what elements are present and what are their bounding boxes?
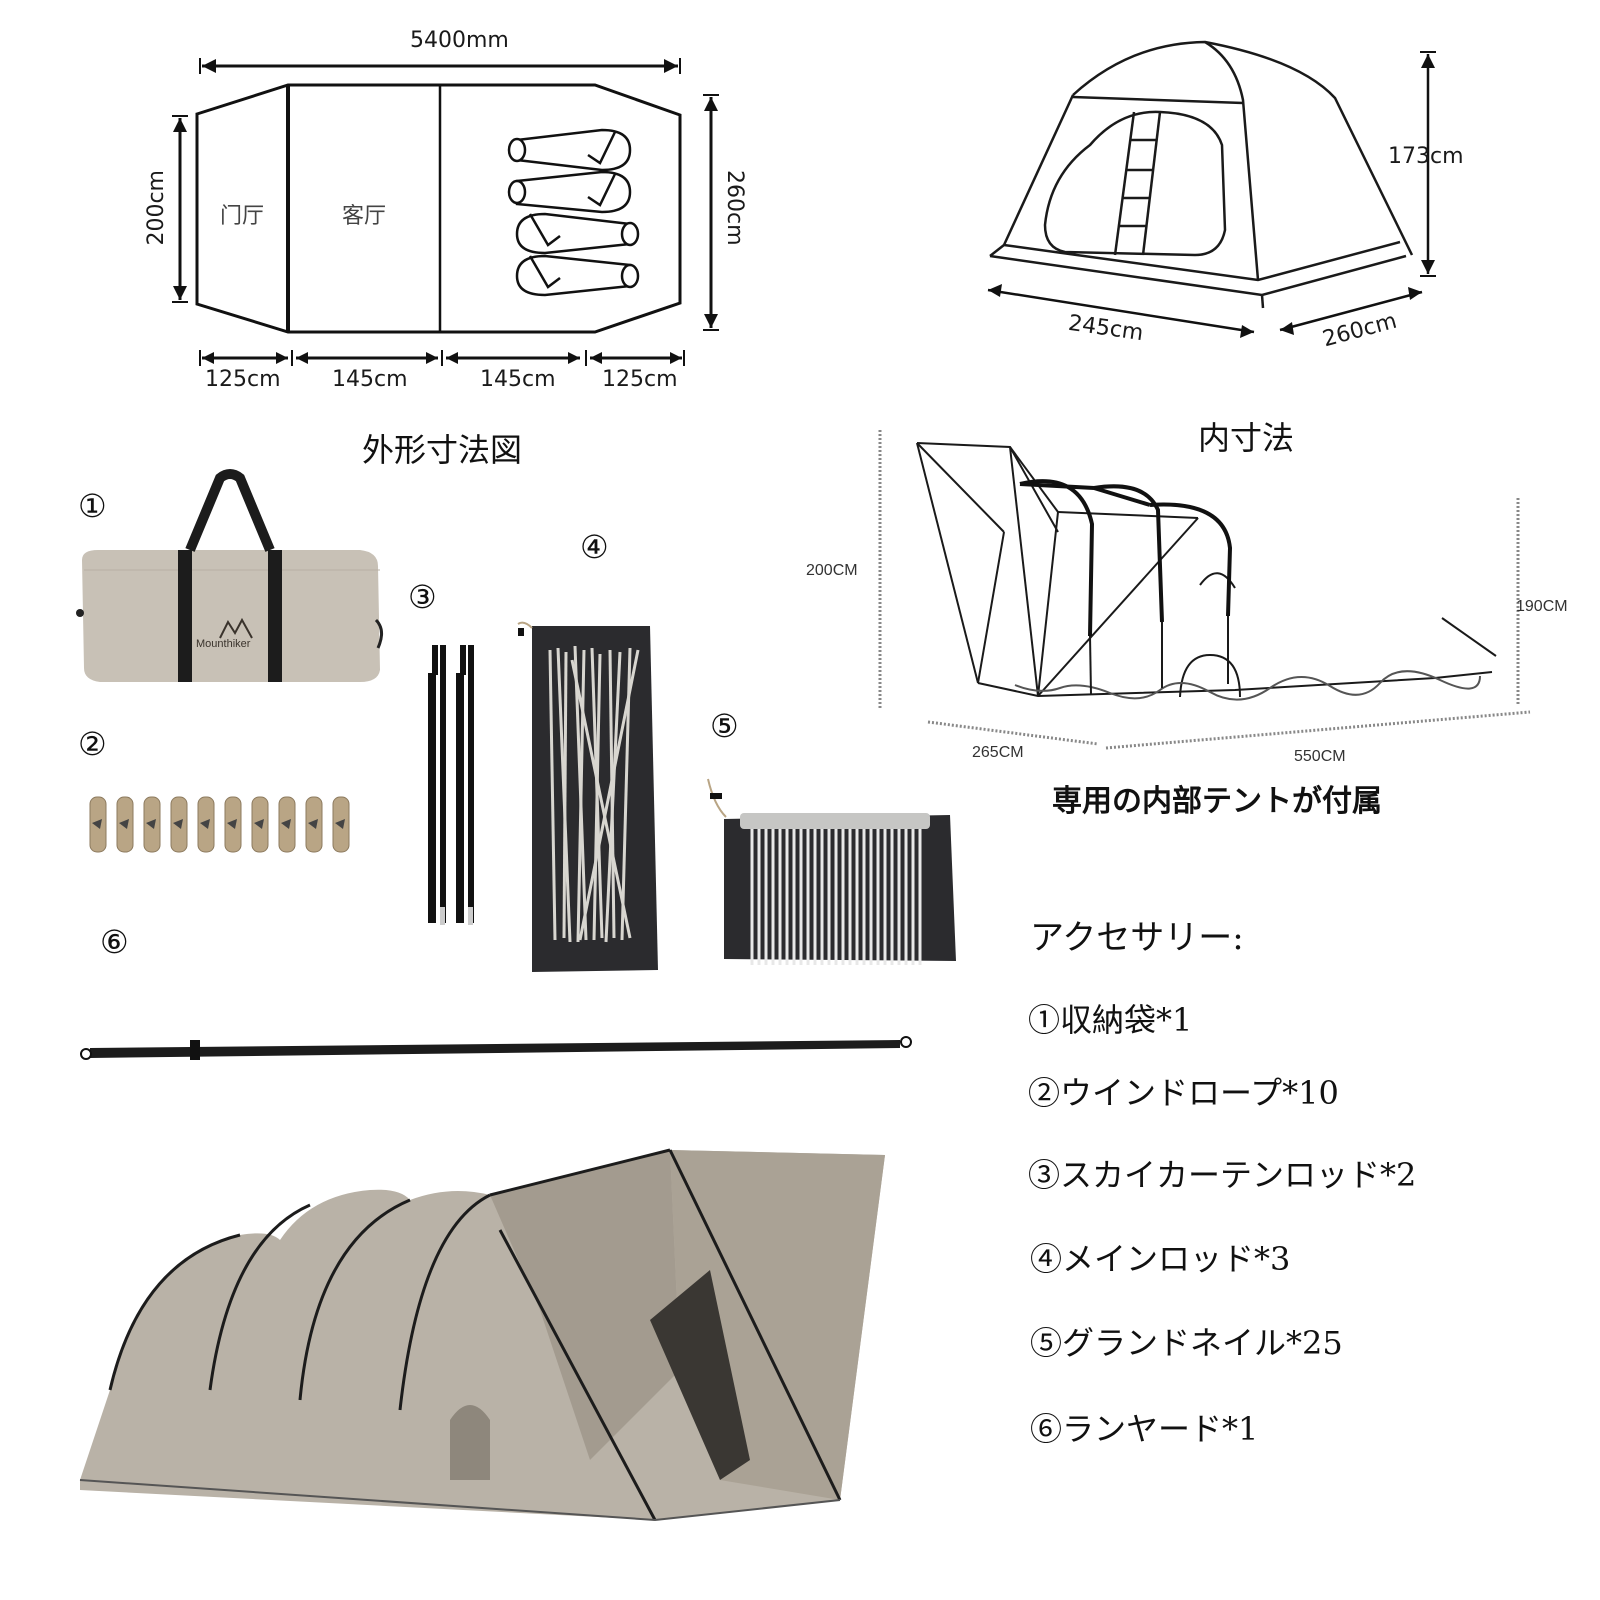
bag-brand-logo: Mounthiker: [196, 638, 251, 650]
living-room-label: 客厅: [342, 204, 387, 229]
total-length-label: 5400mm: [410, 28, 509, 53]
accessory-item: ③スカイカーテンロッド*2: [1028, 1156, 1417, 1194]
marker-3: ③: [408, 578, 437, 616]
marker-6: ⑥: [100, 923, 129, 961]
exterior-title: 外形寸法図: [362, 431, 523, 469]
marker-1: ①: [78, 487, 107, 525]
marker-4: ④: [580, 528, 609, 566]
segment-1-label: 125cm: [205, 367, 281, 392]
segment-3-label: 145cm: [480, 367, 556, 392]
inner-tent-drawing: [987, 40, 1436, 338]
tunnel-width-label: 265CM: [972, 744, 1024, 761]
main-rods-image: [517, 621, 658, 972]
tunnel-tent-drawing: [878, 430, 1531, 750]
storage-bag-image: [76, 469, 383, 682]
marker-5: ⑤: [710, 707, 739, 745]
accessory-item: ⑤グランドネイル*25: [1030, 1324, 1343, 1362]
accessory-item: ⑥ランヤード*1: [1030, 1410, 1259, 1448]
inner-tent-title: 内寸法: [1198, 419, 1295, 457]
segment-4-label: 125cm: [602, 367, 678, 392]
accessory-item: ②ウインドロープ*10: [1028, 1074, 1339, 1112]
accessory-item: ①収納袋*1: [1028, 1001, 1193, 1039]
floor-plan-drawing: [172, 58, 719, 366]
accessory-list-title: アクセサリー:: [1030, 918, 1244, 958]
vestibule-label: 门厅: [220, 204, 265, 229]
right-height-label: 260cm: [722, 170, 747, 246]
tunnel-rear-height-label: 190CM: [1516, 598, 1568, 615]
assembled-tent-image: [79, 1148, 885, 1522]
tunnel-front-height-label: 200CM: [806, 562, 858, 579]
accessory-item: ④メインロッド*3: [1030, 1240, 1291, 1278]
ground-nails-image: [707, 778, 956, 965]
tunnel-length-label: 550CM: [1294, 748, 1346, 765]
inner-tent-included-caption: 専用の内部テントが付属: [1052, 784, 1382, 819]
segment-2-label: 145cm: [332, 367, 408, 392]
lanyard-image: [80, 1036, 912, 1060]
wind-ropes-image: [89, 796, 350, 853]
inner-height-label: 173cm: [1388, 144, 1464, 169]
sky-curtain-rods-image: [428, 645, 474, 925]
marker-2: ②: [78, 725, 107, 763]
